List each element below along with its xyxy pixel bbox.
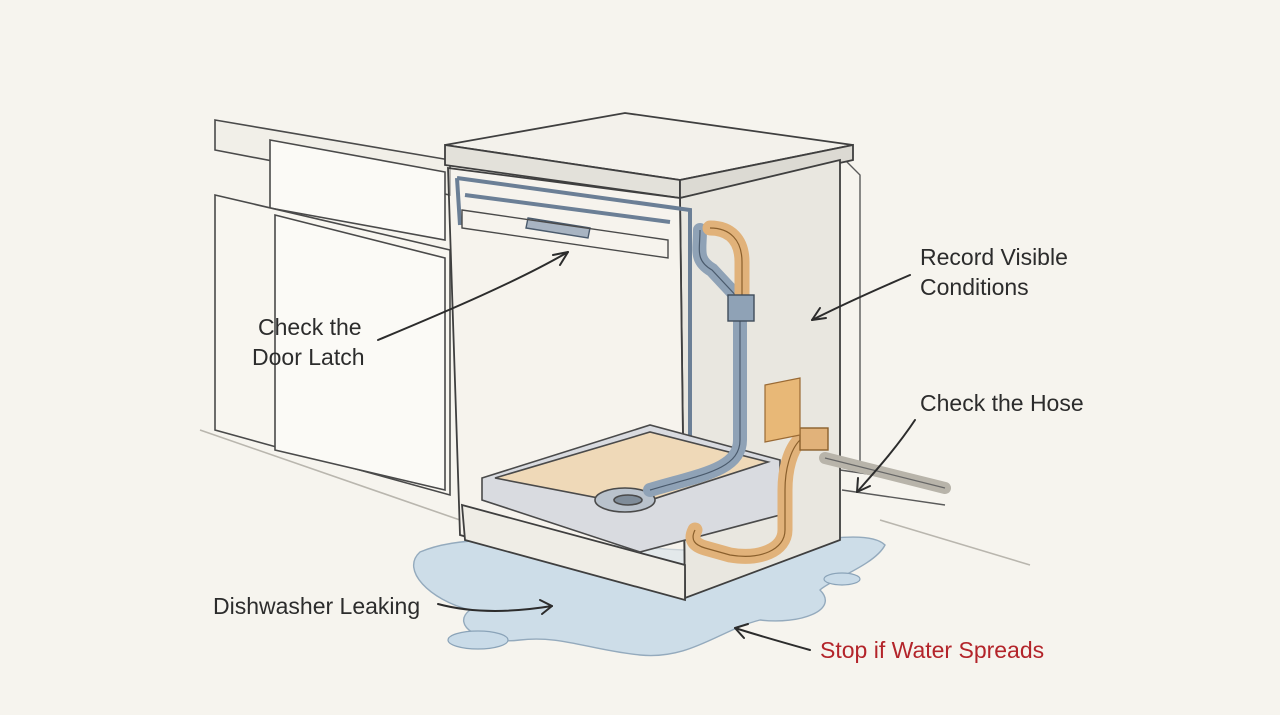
arrow-door-latch (377, 251, 569, 341)
label-door-latch-line1: Check the (258, 314, 362, 340)
water-droplet (823, 572, 861, 586)
tub-basin (481, 424, 781, 553)
arrow-hose-head (856, 477, 871, 493)
left-cabinets (214, 119, 451, 497)
label-record-conditions-line2: Conditions (920, 274, 1029, 300)
label-door-latch-line2: Door Latch (252, 344, 365, 370)
arrow-stop (734, 627, 811, 651)
arrow-hose (856, 419, 916, 493)
insulation-pad (764, 377, 801, 443)
floor-line (199, 429, 1031, 566)
inner-tube-outline (649, 229, 741, 491)
door-frame (455, 176, 692, 520)
control-panel (461, 209, 669, 259)
supply-hose-outline (824, 457, 946, 489)
arrow-door-latch-head (552, 251, 569, 266)
door-latch (525, 217, 591, 239)
water-droplet (447, 630, 509, 650)
hose-connector (799, 427, 829, 451)
tube-coupling (727, 294, 755, 322)
label-dishwasher-leaking: Dishwasher Leaking (213, 593, 421, 619)
label-check-hose: Check the Hose (920, 390, 1084, 416)
arrow-record-conditions-head (811, 307, 827, 321)
arrow-leaking-head (539, 599, 553, 615)
label-record-conditions-line1: Record Visible (920, 244, 1068, 270)
arrow-leaking (437, 603, 553, 612)
arrow-stop-head (734, 623, 749, 639)
label-stop-water-spreads: Stop if Water Spreads (820, 637, 1045, 663)
arrow-record-conditions (811, 274, 911, 321)
dishwasher-body (444, 112, 854, 602)
right-wall (839, 159, 946, 506)
drain-hose-outline (692, 227, 801, 557)
annotation-arrows (377, 251, 916, 651)
